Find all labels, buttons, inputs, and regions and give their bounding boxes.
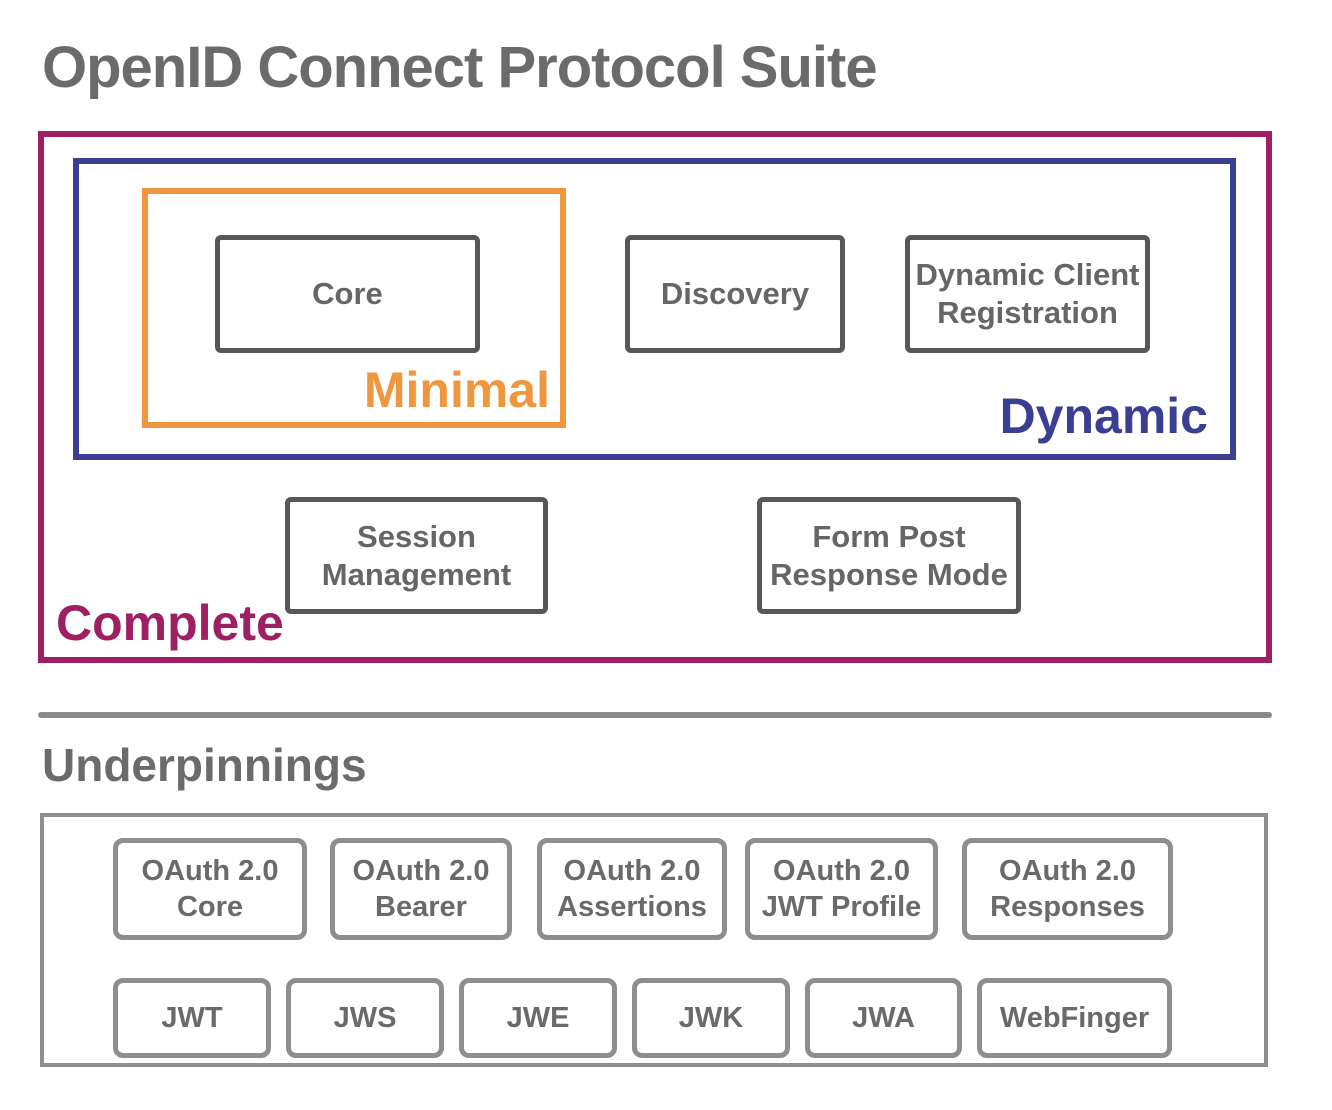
node-oauth2-bearer: OAuth 2.0 Bearer	[330, 838, 512, 940]
node-jwt: JWT	[113, 978, 271, 1058]
node-jws: JWS	[286, 978, 444, 1058]
node-session-management: Session Management	[285, 497, 548, 614]
node-oauth2-assertions: OAuth 2.0 Assertions	[537, 838, 727, 940]
minimal-group-label: Minimal	[363, 362, 550, 418]
node-jwk: JWK	[632, 978, 790, 1058]
complete-group-box: Core Minimal Discovery Dynamic Client Re…	[38, 131, 1272, 663]
node-core: Core	[215, 235, 480, 353]
dynamic-group-box: Core Minimal Discovery Dynamic Client Re…	[73, 158, 1236, 460]
dynamic-group-label: Dynamic	[999, 388, 1208, 444]
node-form-post-response-mode: Form Post Response Mode	[757, 497, 1021, 614]
node-oauth2-jwt-profile: OAuth 2.0 JWT Profile	[745, 838, 938, 940]
page-title: OpenID Connect Protocol Suite	[42, 35, 878, 100]
minimal-group-box: Core Minimal	[142, 188, 566, 428]
node-jwe: JWE	[459, 978, 617, 1058]
node-oauth2-responses: OAuth 2.0 Responses	[962, 838, 1173, 940]
node-discovery: Discovery	[625, 235, 845, 353]
section-divider	[38, 712, 1272, 718]
node-jwa: JWA	[805, 978, 962, 1058]
underpinnings-container: OAuth 2.0 Core OAuth 2.0 Bearer OAuth 2.…	[40, 813, 1268, 1067]
complete-group-label: Complete	[56, 595, 284, 651]
node-oauth2-core: OAuth 2.0 Core	[113, 838, 307, 940]
node-dynamic-client-registration: Dynamic Client Registration	[905, 235, 1150, 353]
node-webfinger: WebFinger	[977, 978, 1172, 1058]
underpinnings-heading: Underpinnings	[42, 739, 367, 791]
